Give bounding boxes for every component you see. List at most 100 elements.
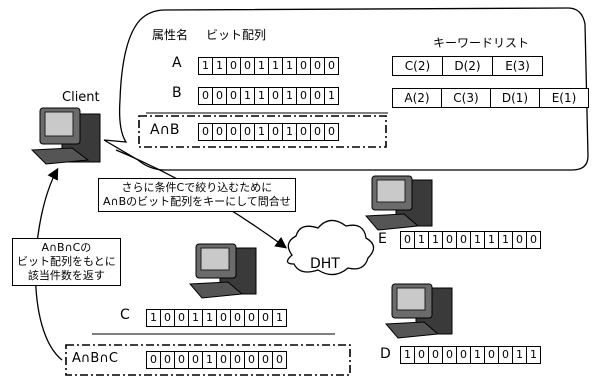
bit-cell: 0 xyxy=(311,124,325,140)
bit-cell: 0 xyxy=(161,352,175,368)
bit-cell: 1 xyxy=(199,58,213,74)
bit-cell: 0 xyxy=(328,59,335,72)
query-note-line-1: さらに条件Cで絞り込むために xyxy=(121,181,273,194)
bit-cell: 1 xyxy=(485,232,499,248)
bit-cell: 1 xyxy=(283,58,297,74)
bit-cell: 0 xyxy=(485,347,499,363)
bit-cell: 1 xyxy=(255,124,269,140)
bit-cell: 0 xyxy=(245,352,259,368)
bit-cell: 0 xyxy=(189,352,203,368)
keyword-cell: E(1) xyxy=(551,91,577,105)
bit-cell: 0 xyxy=(231,352,245,368)
bit-cell: 0 xyxy=(217,352,231,368)
bit-cell: 1 xyxy=(471,232,485,248)
bit-cell: 0 xyxy=(276,353,283,366)
attr-header: 属性名 xyxy=(152,28,189,42)
bit-cell: 0 xyxy=(443,232,457,248)
bit-cell: 1 xyxy=(255,88,269,104)
bit-cell: 0 xyxy=(175,310,189,326)
bit-cell: 0 xyxy=(311,88,325,104)
computer-d-icon xyxy=(384,283,453,339)
keyword-header: キーワードリスト xyxy=(433,36,530,50)
bit-cell: 0 xyxy=(175,352,189,368)
bit-cell: 1 xyxy=(213,58,227,74)
keywords-b-list: A(2)C(3)D(1) E(1) xyxy=(392,88,589,108)
row-a-name: A xyxy=(172,55,182,71)
return-note-line-1: A∩B∩Cの xyxy=(41,241,92,254)
bit-cell: 1 xyxy=(283,124,297,140)
bit-cell: 0 xyxy=(213,88,227,104)
bit-cell: 0 xyxy=(297,124,311,140)
return-note-line-2: ビット配列をもとに xyxy=(17,255,116,268)
keyword-cell: E(3) xyxy=(505,59,530,73)
bit-cell: 1 xyxy=(269,58,283,74)
bit-cell: 1 xyxy=(401,347,415,363)
bit-cell: 1 xyxy=(429,232,443,248)
computer-c-icon xyxy=(188,243,257,299)
bit-cell: 0 xyxy=(227,58,241,74)
bit-cell: 0 xyxy=(297,88,311,104)
bit-cell: 0 xyxy=(231,310,245,326)
bit-cell: 0 xyxy=(213,124,227,140)
bit-cell: 1 xyxy=(471,347,485,363)
bit-cell: 1 xyxy=(189,310,203,326)
bit-cell: 0 xyxy=(241,58,255,74)
bit-cell: 0 xyxy=(429,347,443,363)
bit-cell: 0 xyxy=(443,347,457,363)
bit-cell: 0 xyxy=(530,233,537,246)
bit-cell: 0 xyxy=(457,232,471,248)
bit-cell: 0 xyxy=(245,310,259,326)
bit-cell: 1 xyxy=(241,88,255,104)
bit-cell: 0 xyxy=(217,310,231,326)
bit-header: ビット配列 xyxy=(206,28,267,42)
bit-cell: 0 xyxy=(513,232,527,248)
query-note-line-2: A∩Bのビット配列をキーにして問合せ xyxy=(103,195,291,208)
abc-highlight-box xyxy=(65,344,351,376)
bit-cell: 0 xyxy=(161,310,175,326)
bit-cell: 1 xyxy=(283,88,297,104)
bit-cell: 1 xyxy=(328,89,335,102)
keywords-a-list: C(2)D(2)E(3) xyxy=(392,56,543,76)
bit-cell: 0 xyxy=(269,88,283,104)
client-label: Client xyxy=(62,90,100,105)
row-ab-name: A∩B xyxy=(150,122,180,138)
row-b-name: B xyxy=(172,85,182,101)
bit-cell: 0 xyxy=(227,88,241,104)
return-note-line-3: 該当件数を返す xyxy=(27,269,105,282)
bit-cell: 0 xyxy=(199,124,213,140)
dht-label: DHT xyxy=(310,256,340,272)
bit-cell: 0 xyxy=(311,58,325,74)
ab-highlight-box xyxy=(138,115,387,148)
dht-cloud xyxy=(286,219,375,276)
bit-cell: 1 xyxy=(276,311,283,324)
bit-cell: 1 xyxy=(499,232,513,248)
return-note: A∩B∩Cの ビット配列をもとに 該当件数を返す xyxy=(12,238,121,286)
bit-cell: 1 xyxy=(147,310,161,326)
keyword-cell: A(2) xyxy=(393,89,442,107)
computer-e-icon xyxy=(364,175,433,231)
bit-cell: 0 xyxy=(328,125,335,138)
keyword-cell: C(3) xyxy=(442,89,491,107)
keyword-cell: C(2) xyxy=(393,57,443,75)
row-c-name: C xyxy=(120,307,130,323)
bit-cell: 1 xyxy=(415,232,429,248)
bit-cell: 0 xyxy=(241,124,255,140)
bit-cell: 1 xyxy=(255,58,269,74)
keyword-cell: D(1) xyxy=(491,89,540,107)
bit-cell: 1 xyxy=(203,310,217,326)
row-d-name: D xyxy=(380,346,391,362)
bit-cell: 1 xyxy=(513,347,527,363)
client-computer-icon xyxy=(30,107,101,165)
bit-cell: 0 xyxy=(401,232,415,248)
bit-cell: 0 xyxy=(259,352,273,368)
bit-cell: 0 xyxy=(227,124,241,140)
bit-cell: 0 xyxy=(259,310,273,326)
bit-cell: 0 xyxy=(415,347,429,363)
